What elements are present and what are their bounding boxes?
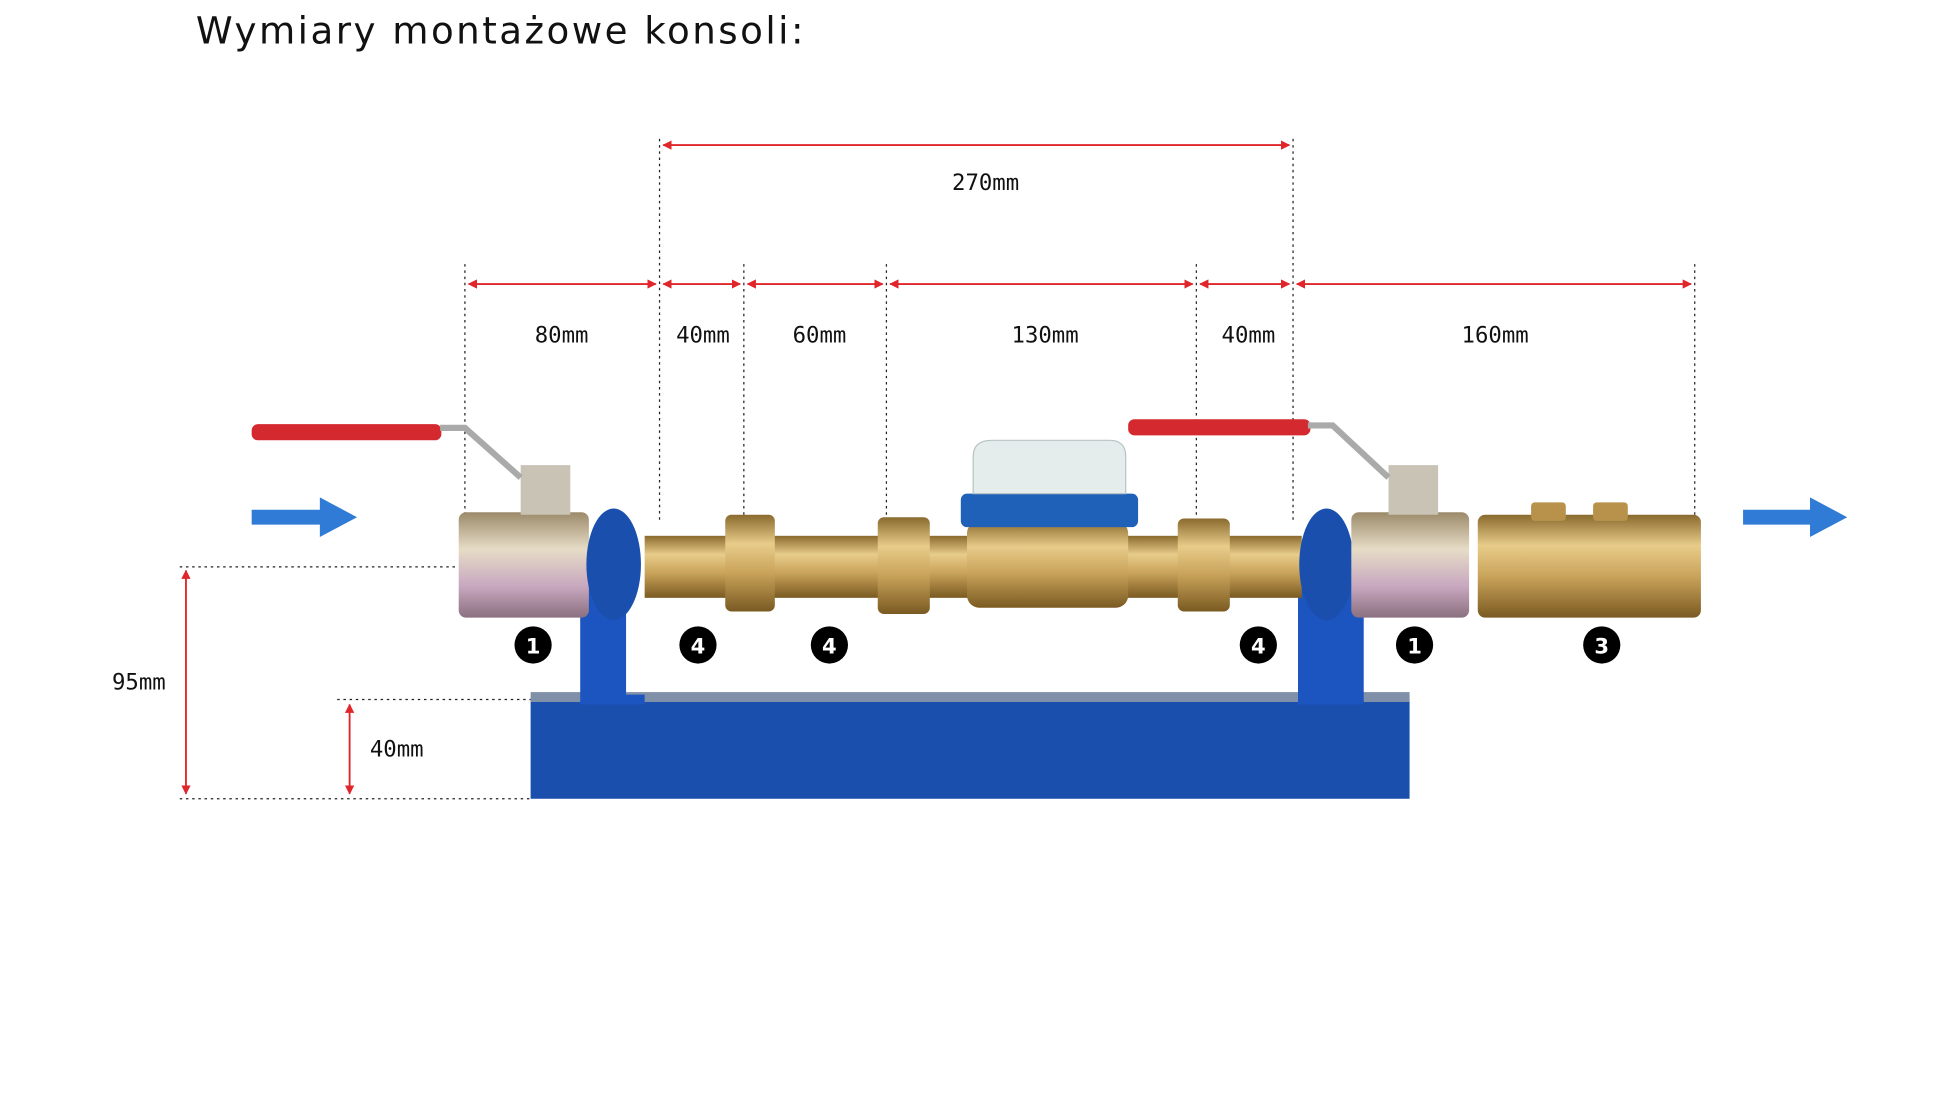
svg-text:1: 1 (526, 634, 541, 659)
dim-seg-5-label: 40mm (1222, 322, 1276, 348)
dim-seg-6-label: 160mm (1462, 322, 1529, 348)
clamp-left (586, 508, 641, 621)
part-marker: 3 (1583, 626, 1621, 664)
dim-seg-1-label: 80mm (535, 322, 589, 348)
dim-seg-3-label: 60mm (793, 322, 847, 348)
clamp-right (1299, 508, 1354, 621)
part-marker: 4 (679, 626, 717, 664)
part-markers: 1 4 4 4 1 3 (514, 626, 1621, 664)
svg-text:3: 3 (1594, 634, 1609, 659)
union-nut (725, 514, 775, 612)
ball-valve-left (251, 424, 589, 618)
valve-handle-right (1128, 419, 1311, 436)
union-nut (1177, 518, 1230, 612)
flow-in-arrow-icon (251, 497, 358, 538)
dim-total-label: 270mm (952, 170, 1019, 196)
part-marker: 4 (1239, 626, 1277, 664)
union-nut (877, 517, 930, 614)
svg-text:4: 4 (1251, 634, 1266, 659)
dim-height-total-label: 95mm (112, 670, 166, 696)
console-base-top (530, 692, 1410, 703)
water-meter (960, 439, 1139, 608)
ball-valve-right (1128, 419, 1470, 618)
part-marker: 4 (810, 626, 848, 664)
flow-out-arrow-icon (1743, 497, 1848, 538)
page-title: Wymiary montażowe konsoli: (196, 8, 806, 52)
extension-lines (179, 138, 1696, 800)
svg-text:4: 4 (822, 634, 837, 659)
svg-text:4: 4 (691, 634, 706, 659)
part-marker: 1 (1395, 626, 1434, 664)
dimension-lines (181, 140, 1692, 795)
dim-seg-2-label: 40mm (676, 322, 730, 348)
dim-seg-4-label: 130mm (1012, 322, 1079, 348)
check-valve-manifold (1477, 502, 1701, 618)
svg-text:1: 1 (1407, 634, 1422, 659)
valve-handle-left (251, 424, 442, 441)
part-marker: 1 (514, 626, 552, 664)
dim-height-base-label: 40mm (370, 737, 424, 763)
console-base (530, 699, 1410, 799)
